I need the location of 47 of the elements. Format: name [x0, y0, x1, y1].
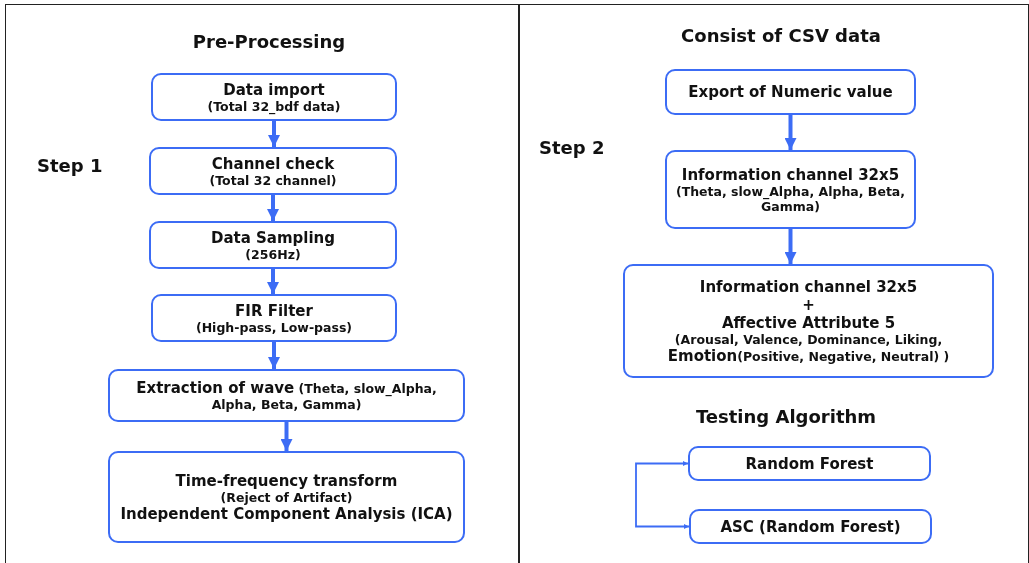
- process-box: [689, 509, 932, 544]
- panel-title: Consist of CSV data: [680, 25, 882, 46]
- box-text: Information channel 32x5: [699, 277, 918, 296]
- process-box: [108, 451, 465, 543]
- step-label: Step 1: [37, 155, 103, 176]
- arrow: [280, 422, 293, 451]
- step-label: Step 2: [539, 137, 605, 158]
- box-text: +: [802, 295, 815, 314]
- section-title: Testing Algorithm: [694, 406, 878, 427]
- box-text: (Total 32 channel): [209, 172, 337, 188]
- box-text: Data Sampling: [210, 228, 336, 247]
- arrow: [267, 195, 279, 221]
- arrow: [784, 115, 797, 150]
- box-text: Time-frequency transform: [175, 471, 398, 490]
- box-text: Information channel 32x5: [681, 165, 900, 184]
- box-text: Export of Numeric value: [688, 83, 893, 101]
- process-box: [151, 73, 397, 121]
- arrow: [635, 460, 690, 530]
- process-box: [149, 221, 397, 269]
- panel: [5, 4, 519, 563]
- arrow: [268, 342, 280, 369]
- box-text: Affective Attribute 5: [721, 313, 896, 332]
- arrow: [267, 269, 279, 294]
- box-text: Extraction of wave (Theta, slow_Alpha, Alpha, Beta, Gamma): [135, 379, 438, 412]
- panel: [519, 4, 1029, 563]
- box-text: (256Hz): [245, 246, 301, 262]
- process-box: [688, 446, 931, 481]
- box-text: (Reject of Artifact): [220, 489, 353, 505]
- process-box: [665, 150, 916, 229]
- box-text: (Total 32_bdf data): [207, 98, 341, 114]
- box-text: Random Forest: [745, 454, 874, 473]
- box-text: ASC (Random Forest): [720, 517, 901, 536]
- box-text: Data import: [223, 80, 325, 99]
- box-text: FIR Filter: [235, 301, 313, 320]
- box-text: (High-pass, Low-pass): [195, 319, 353, 335]
- arrow: [784, 229, 797, 264]
- box-text: Independent Component Analysis (ICA): [120, 504, 453, 523]
- box-text: (Theta, slow_Alpha, Alpha, Beta, Gamma): [674, 183, 907, 214]
- process-box: [151, 294, 397, 342]
- box-text: (Arousal, Valence, Dominance, Liking, Emotion(Positive, Negative, Neutral) ): [666, 331, 951, 365]
- box-text: Channel check: [211, 154, 335, 173]
- panel-title: Pre-Processing: [191, 31, 347, 52]
- arrow: [268, 121, 280, 147]
- process-box: [108, 369, 465, 422]
- process-box: [665, 69, 916, 115]
- process-box: [623, 264, 994, 378]
- process-box: [149, 147, 397, 195]
